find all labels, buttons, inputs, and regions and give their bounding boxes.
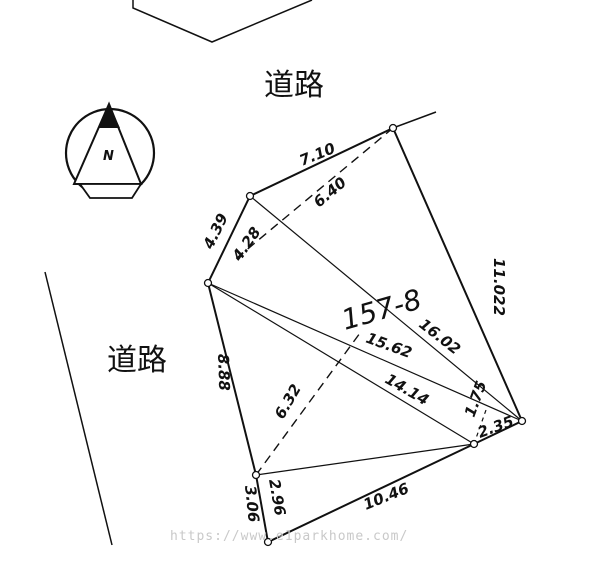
- measure-bottom-left-a: 3.06: [241, 485, 263, 524]
- dashed-line: [255, 474, 269, 543]
- measure-top-edge: 7.10: [297, 139, 338, 170]
- road-boundary-right-top: [392, 111, 437, 129]
- compass-label: N: [103, 149, 114, 164]
- survey-line: [255, 443, 475, 476]
- dashed-line: [231, 127, 394, 263]
- dashed-line: [255, 332, 361, 476]
- measure-diag-dashed: 6.32: [271, 381, 305, 422]
- watermark: https://www.e1parkhome.com/: [170, 529, 408, 544]
- measure-right-small-b: 2.35: [475, 412, 516, 442]
- survey-line: [207, 282, 523, 422]
- measure-diag-b: 16.02: [416, 315, 464, 358]
- dashed-line: [473, 409, 487, 445]
- measure-right-small-a: 1.75: [461, 378, 491, 419]
- measure-left-mid: 8.88: [214, 354, 233, 392]
- measure-right-edge: 11.022: [490, 258, 508, 316]
- lot-number: 157-8: [338, 283, 425, 337]
- road-boundary-left: [44, 271, 113, 546]
- lot-outline: [206, 126, 524, 544]
- survey-line: [207, 282, 475, 445]
- measure-bottom-edge: 10.46: [361, 479, 412, 513]
- measure-diag-top: 6.40: [310, 173, 350, 211]
- measure-diag-a: 15.62: [364, 329, 415, 362]
- measure-left-upper: 4.39: [199, 211, 232, 253]
- road-boundary-top: [132, 0, 313, 43]
- road-label-top: 道路: [264, 68, 324, 103]
- road-label-left: 道路: [107, 343, 167, 378]
- compass-icon: N: [64, 101, 156, 199]
- lot-vertices: [203, 123, 527, 547]
- measure-bottom-left-b: 2.96: [265, 478, 289, 518]
- survey-line: [249, 195, 523, 422]
